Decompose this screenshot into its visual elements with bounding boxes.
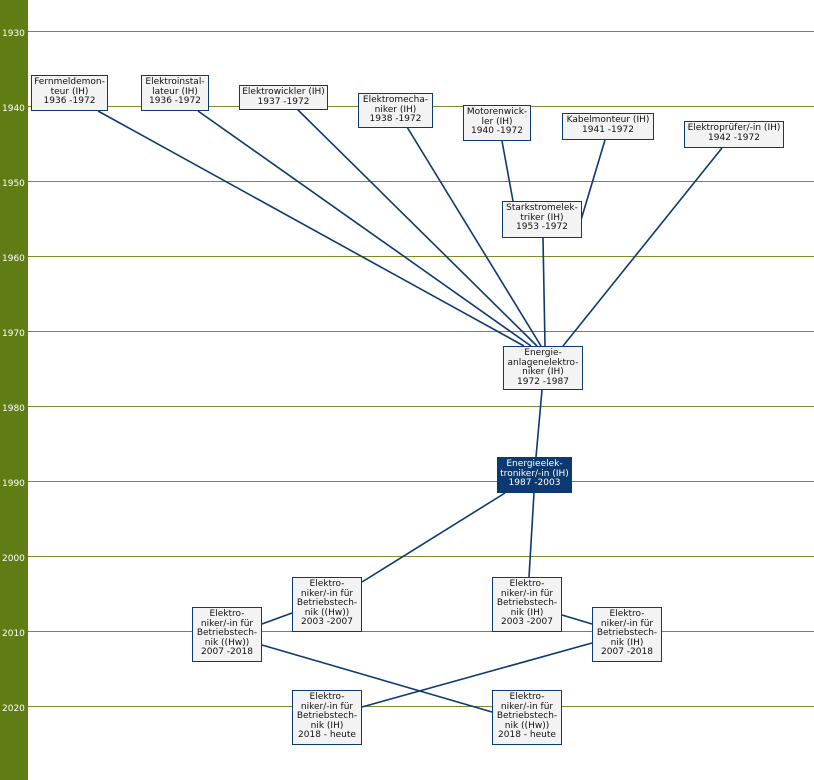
year-label-2020: 2020 [2,704,25,714]
link-fernmelde-to-energieanlagen [97,110,525,347]
link-betrieb_ih_2003-to-betrieb_ih_2007 [561,614,593,625]
occupation-node-energieanlagen[interactable]: Energie- anlagenelektro- niker (IH) 1972… [503,346,583,390]
occupation-node-betrieb_ih_2003[interactable]: Elektro- niker/-in für Betriebstech- nik… [492,577,562,632]
link-kabelmonteur-to-starkstrom [580,139,606,221]
link-elektromechaniker-to-energieanlagen [406,126,542,347]
year-label-1950: 1950 [2,179,25,189]
occupation-node-fernmelde[interactable]: Fernmeldemon- teur (IH) 1936 -1972 [31,75,108,111]
gridline-1960 [28,256,814,257]
link-motorenwickler-to-starkstrom [501,140,514,202]
occupation-node-elektromechaniker[interactable]: Elektromecha- niker (IH) 1938 -1972 [358,93,433,128]
timeline-sidebar [0,0,28,780]
occupation-node-kabelmonteur[interactable]: Kabelmonteur (IH) 1941 -1972 [562,113,654,140]
year-label-1990: 1990 [2,479,25,489]
gridline-2000 [28,556,814,557]
occupation-node-betrieb_hw_2018[interactable]: Elektro- niker/-in für Betriebstech- nik… [492,690,562,745]
link-betrieb_hw_2007-to-betrieb_hw_2018 [261,644,493,713]
link-energieelektroniker-to-betrieb_hw_2003 [361,492,506,583]
link-energieanlagen-to-energieelektroniker [535,389,543,458]
occupation-node-betrieb_ih_2018[interactable]: Elektro- niker/-in für Betriebstech- nik… [292,690,362,745]
link-elektropruefer-to-energieanlagen [562,147,723,347]
year-label-2010: 2010 [2,629,25,639]
year-label-1970: 1970 [2,329,25,339]
gridline-1980 [28,406,814,407]
gridline-1950 [28,181,814,182]
link-energieelektroniker-to-betrieb_ih_2003 [528,492,535,578]
occupation-node-betrieb_ih_2007[interactable]: Elektro- niker/-in für Betriebstech- nik… [592,607,662,662]
year-label-1930: 1930 [2,29,25,39]
gridline-2010 [28,631,814,632]
gridline-1970 [28,331,814,332]
year-label-1980: 1980 [2,404,25,414]
link-betrieb_hw_2003-to-betrieb_hw_2007 [261,612,293,625]
occupation-node-elektroinstallateur[interactable]: Elektroinstal- lateur (IH) 1936 -1972 [141,75,209,111]
year-label-2000: 2000 [2,554,25,564]
occupation-node-elektrowickler[interactable]: Elektrowickler (IH) 1937 -1972 [239,85,328,110]
occupation-node-betrieb_hw_2007[interactable]: Elektro- niker/-in für Betriebstech- nik… [192,607,262,662]
gridline-2020 [28,706,814,707]
occupation-node-energieelektroniker[interactable]: Energieelek- troniker/-in (IH) 1987 -200… [497,457,572,493]
occupation-node-betrieb_hw_2003[interactable]: Elektro- niker/-in für Betriebstech- nik… [292,577,362,632]
link-elektrowickler-to-energieanlagen [295,107,538,347]
occupation-node-elektropruefer[interactable]: Elektroprüfer/-in (IH) 1942 -1972 [684,121,784,148]
gridline-1990 [28,481,814,482]
occupation-node-starkstrom[interactable]: Starkstromelek- triker (IH) 1953 -1972 [502,201,582,238]
year-label-1940: 1940 [2,104,25,114]
year-label-1960: 1960 [2,254,25,264]
gridline-1930 [28,31,814,32]
occupation-node-motorenwickler[interactable]: Motorenwick- ler (IH) 1940 -1972 [463,105,531,141]
link-elektroinstallateur-to-energieanlagen [197,110,532,347]
link-betrieb_ih_2007-to-betrieb_ih_2018 [361,642,593,708]
link-starkstrom-to-energieanlagen [542,237,546,347]
